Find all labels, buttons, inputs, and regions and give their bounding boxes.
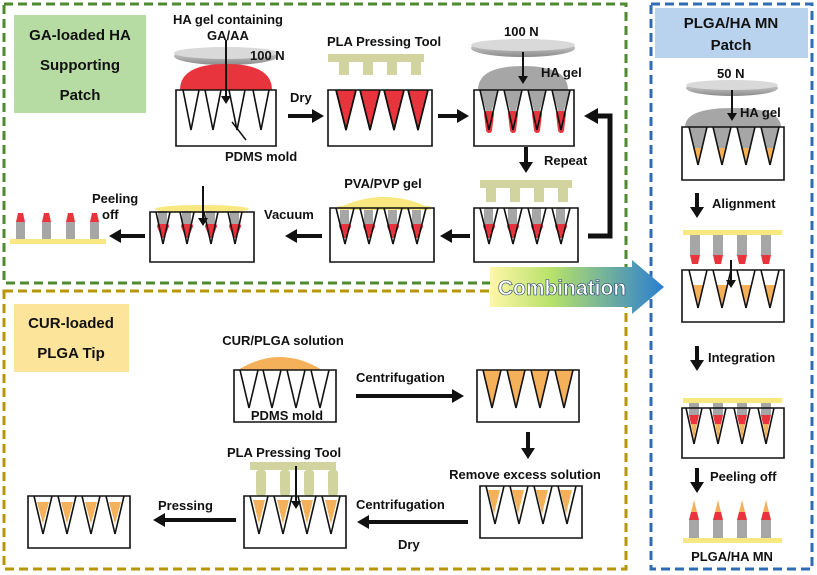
- label-peeling-off-top-2: off: [102, 207, 119, 222]
- repeat-loop-arrow: [584, 108, 613, 239]
- combination-label: Combination: [498, 277, 626, 300]
- label-centrifugation-1: Centrifugation: [356, 370, 445, 385]
- label-force-100-b: 100 N: [504, 24, 539, 39]
- ga-title-box: GA-loaded HA Supporting Patch: [14, 15, 146, 113]
- combination-arrow: Combination: [490, 260, 664, 314]
- label-pdms-mold-top: PDMS mold: [225, 149, 297, 164]
- label-ha-gel-right: HA gel: [740, 105, 781, 120]
- label-cur-plga-solution: CUR/PLGA solution: [222, 333, 344, 348]
- arrow-remove-excess: [521, 432, 535, 459]
- mold-step4: [473, 180, 579, 263]
- cur-title-line-2: PLGA Tip: [37, 345, 105, 362]
- arrow-centrifugation-1: [356, 389, 464, 403]
- plga-integration: [681, 398, 785, 459]
- label-alignment: Alignment: [712, 196, 776, 211]
- mold-step1: [174, 40, 278, 147]
- cur-mold-4: [243, 462, 347, 549]
- plga-title-line-1: PLGA/HA MN: [684, 15, 778, 32]
- cur-title-box: CUR-loaded PLGA Tip: [14, 304, 129, 372]
- label-pressing: Pressing: [158, 498, 213, 513]
- label-force-100-a: 100 N: [250, 48, 285, 63]
- mold-step2: [327, 54, 433, 147]
- arrow-dry: [288, 109, 324, 123]
- label-ha-gel-containing: HA gel containing: [173, 12, 283, 27]
- plga-title-box: PLGA/HA MN Patch: [655, 8, 808, 58]
- arrow-alignment: [690, 193, 704, 218]
- arrow-peeling-right: [690, 468, 704, 493]
- arrow-peeling-top: [109, 229, 145, 243]
- arrow-integration: [690, 346, 704, 371]
- cur-mold-3: [479, 485, 583, 539]
- label-plga-ha-mn: PLGA/HA MN: [691, 549, 773, 564]
- ga-title-line-3: Patch: [60, 87, 101, 104]
- ga-panel-border: [2, 2, 628, 285]
- label-pla-pressing-tool-top: PLA Pressing Tool: [327, 34, 441, 49]
- label-repeat: Repeat: [544, 153, 588, 168]
- label-integration: Integration: [708, 350, 775, 365]
- cur-panel-border: [2, 289, 628, 571]
- arrow-pressing: [153, 513, 236, 527]
- label-peeling-off-top-1: Peeling: [92, 191, 138, 206]
- label-pva-pvp-gel: PVA/PVP gel: [344, 176, 422, 191]
- label-vacuum: Vacuum: [264, 207, 314, 222]
- mold-step6: [149, 186, 255, 263]
- arrow-centrifugation-2: [357, 515, 468, 529]
- plga-mold-1: [681, 80, 785, 181]
- label-dry-bottom: Dry: [398, 537, 420, 552]
- label-remove-excess: Remove excess solution: [449, 467, 601, 482]
- arrow-step2-to-3: [438, 109, 469, 123]
- label-force-50: 50 N: [717, 66, 744, 81]
- label-centrifugation-2: Centrifugation: [356, 497, 445, 512]
- arrow-step4-to-5: [440, 229, 470, 243]
- arrow-repeat: [519, 147, 533, 173]
- cur-mold-2: [476, 369, 580, 423]
- label-pla-pressing-tool-bottom: PLA Pressing Tool: [227, 445, 341, 460]
- label-ha-gel-top: HA gel: [541, 65, 582, 80]
- label-dry-top: Dry: [290, 90, 312, 105]
- plga-alignment: [681, 230, 785, 323]
- label-ga-aa: GA/AA: [207, 28, 250, 43]
- mold-step5: [329, 197, 435, 263]
- label-peeling-off-right: Peeling off: [710, 469, 777, 484]
- mold-step3: [471, 39, 575, 147]
- plga-ha-mn-product: [683, 500, 782, 543]
- plga-title-line-2: Patch: [711, 37, 752, 54]
- label-pdms-mold-bottom: PDMS mold: [251, 408, 323, 423]
- ga-title-line-2: Supporting: [40, 57, 120, 74]
- ga-patch-product: [10, 213, 106, 244]
- ga-title-line-1: GA-loaded HA: [29, 27, 131, 44]
- cur-mold-1: [233, 357, 337, 423]
- cur-title-line-1: CUR-loaded: [28, 315, 114, 332]
- arrow-vacuum: [285, 229, 322, 243]
- cur-mold-5: [27, 495, 131, 549]
